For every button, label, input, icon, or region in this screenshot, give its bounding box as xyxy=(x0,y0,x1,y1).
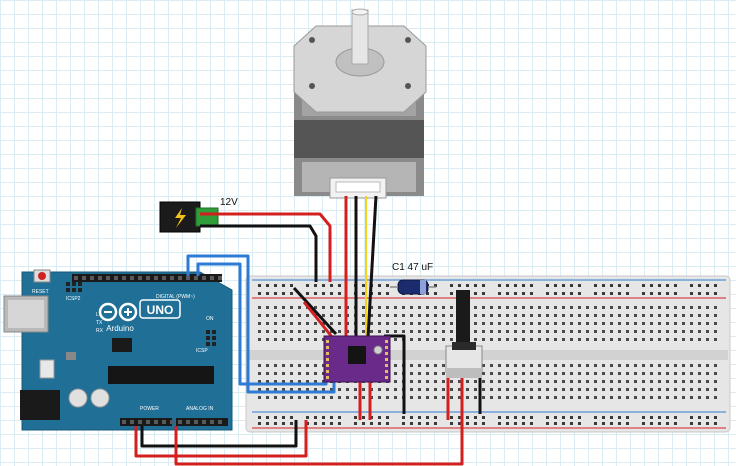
arduino-uno-board: RESET ICSP2 DIGITAL (PWM~) Arduino UNO T… xyxy=(3,269,233,431)
power-bolt-icon xyxy=(175,208,186,228)
breadboard xyxy=(245,275,731,433)
brand-label: Arduino xyxy=(106,324,134,333)
stepper-motor xyxy=(293,8,427,199)
rx-label: RX xyxy=(96,328,104,334)
digital-label: DIGITAL (PWM~) xyxy=(156,294,195,300)
capacitor-label: C1 47 uF xyxy=(392,262,433,273)
tx-label: TX xyxy=(96,320,103,326)
arduino-logo xyxy=(98,302,138,322)
capacitor-c1 xyxy=(390,279,436,295)
potentiometer xyxy=(445,290,483,378)
icsp2-label: ICSP2 xyxy=(66,296,81,302)
model-label: UNO xyxy=(147,303,174,317)
uno-badge xyxy=(139,299,181,319)
stepper-driver-module xyxy=(323,335,391,383)
power-label-12v: 12V xyxy=(220,197,238,208)
icsp-label: ICSP xyxy=(196,348,208,354)
power-label: POWER xyxy=(140,406,159,412)
reset-label: RESET xyxy=(32,289,49,295)
icsp-header xyxy=(206,330,216,346)
on-label: ON xyxy=(206,316,214,322)
wires xyxy=(134,195,482,466)
analog-label: ANALOG IN xyxy=(186,406,214,412)
atmega-chip xyxy=(108,366,214,384)
l-label: L xyxy=(96,312,99,318)
